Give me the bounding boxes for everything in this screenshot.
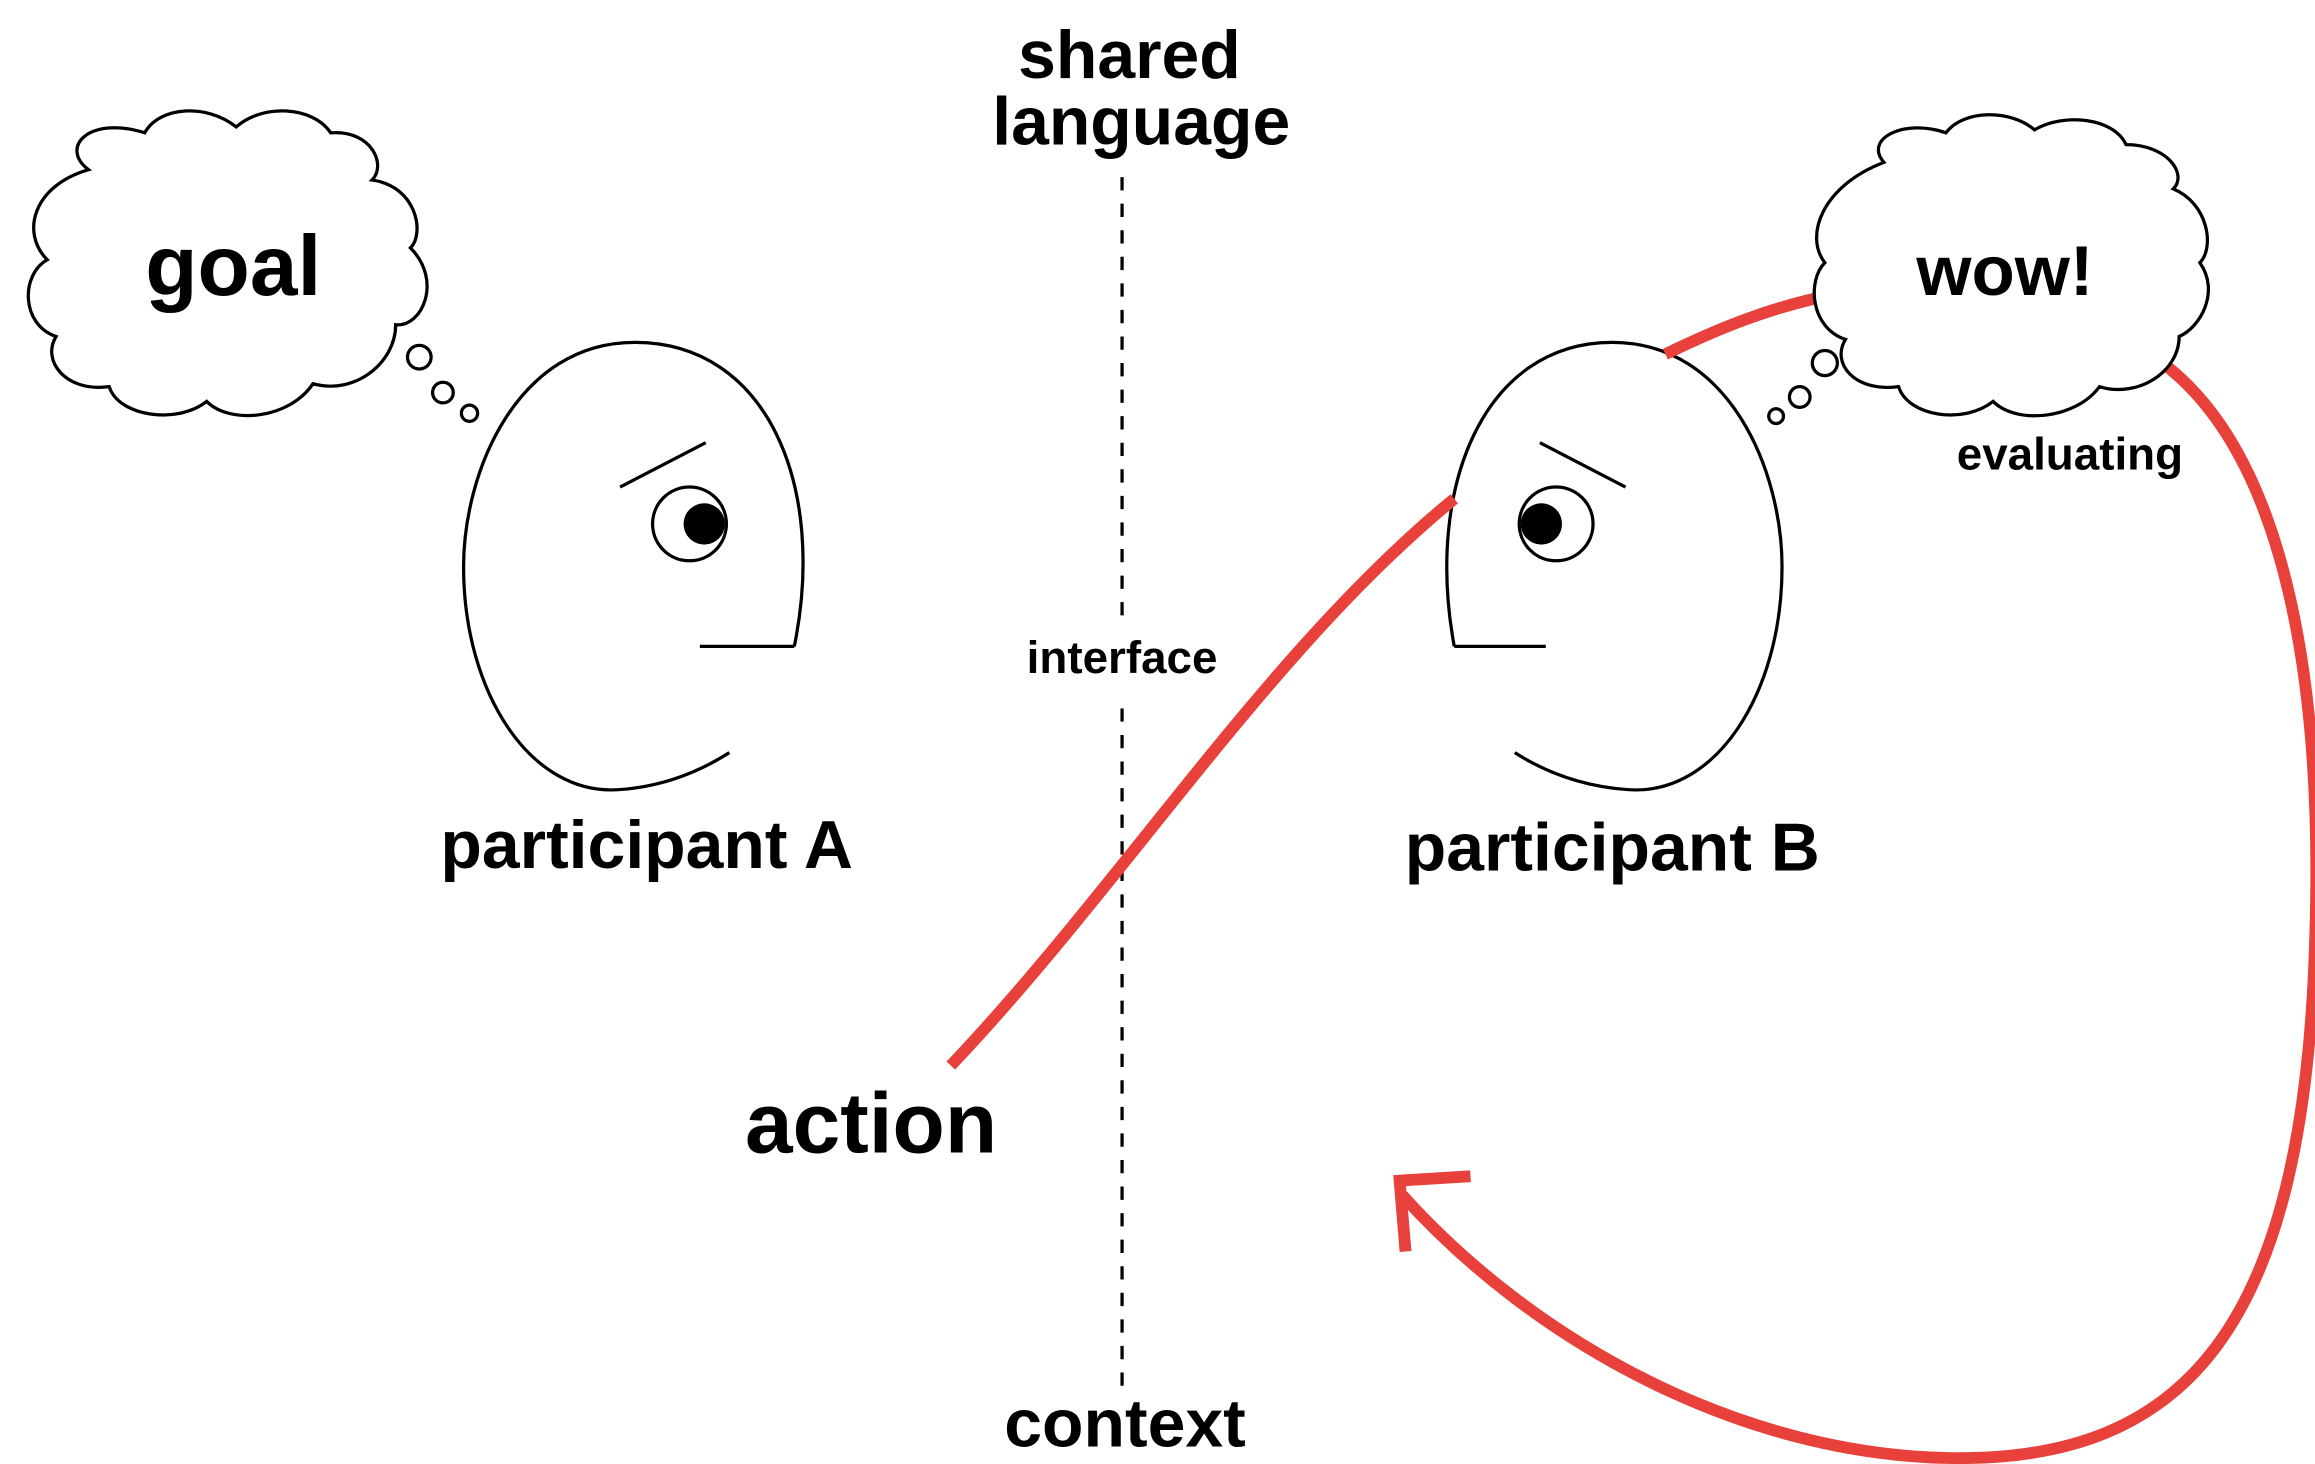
action-flow-line xyxy=(946,494,1458,1070)
participant-a-eyebrow xyxy=(619,441,707,489)
wow-label: wow! xyxy=(1915,232,2093,311)
wow-flow-connector xyxy=(1662,289,1832,360)
participant-a-head xyxy=(461,340,805,792)
thought-bubble-dot xyxy=(430,380,455,405)
participant-a-figure xyxy=(26,109,805,792)
return-flow-arrowhead xyxy=(1393,1170,1471,1252)
participant-b-eyebrow xyxy=(1539,441,1627,489)
participant-b-label: participant B xyxy=(1405,811,1820,886)
context-label: context xyxy=(1004,1386,1245,1461)
thought-bubble-dot xyxy=(1787,385,1812,409)
thought-bubble-dot xyxy=(1810,348,1840,378)
shared-language-label-line2: language xyxy=(992,85,1290,160)
participant-a-pupil xyxy=(683,503,725,545)
interface-label: interface xyxy=(1027,632,1218,683)
wow-thought-cloud xyxy=(1812,113,2211,418)
thought-bubble-dot xyxy=(459,403,480,423)
goal-label: goal xyxy=(145,218,321,314)
action-label: action xyxy=(745,1076,997,1172)
return-flow-loop xyxy=(1398,355,2315,1464)
participant-b-thought xyxy=(1767,113,2211,426)
goal-thought-cloud xyxy=(26,109,429,418)
shared-language-label-line1: shared xyxy=(1018,18,1241,93)
evaluating-label: evaluating xyxy=(1957,428,2183,479)
participant-b-figure xyxy=(1445,340,1784,792)
participant-b-pupil xyxy=(1520,503,1563,545)
participant-b-head xyxy=(1445,340,1784,792)
thought-bubble-dot xyxy=(1767,407,1786,426)
thought-bubble-dot xyxy=(405,343,433,371)
participant-a-label: participant A xyxy=(440,808,853,883)
